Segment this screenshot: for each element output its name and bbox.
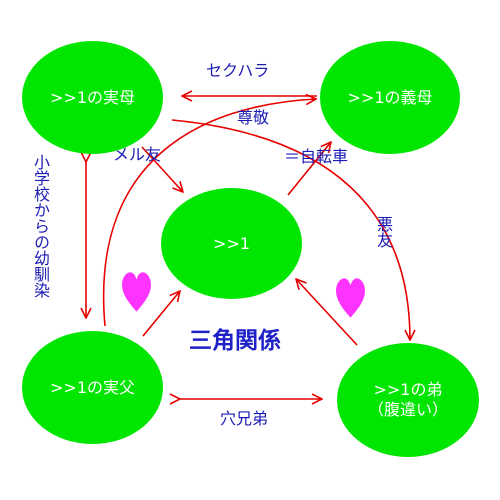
arrow-bicycle bbox=[287, 142, 331, 196]
heart-icon bbox=[336, 278, 365, 318]
arrow-father-to-center bbox=[142, 291, 180, 337]
node-real-mother: >>1の実母 bbox=[22, 41, 163, 154]
node-mother-in-law: >>1の義母 bbox=[320, 41, 460, 154]
node-center: >>1 bbox=[161, 188, 302, 299]
label-childhood-friend: 小学校からの幼馴染 bbox=[31, 154, 50, 298]
label-bicycle: ＝自転車 bbox=[284, 147, 349, 166]
label-respect: 尊敬 bbox=[237, 108, 270, 127]
heart-icon bbox=[122, 272, 151, 312]
arrow-mail-friend bbox=[141, 146, 183, 192]
diagram-title: 三角関係 bbox=[189, 328, 281, 354]
arrow-bad-friend bbox=[171, 119, 410, 340]
label-hole-brothers: 穴兄弟 bbox=[220, 409, 269, 428]
node-younger-brother: >>1の弟 （腹違い） bbox=[337, 343, 479, 457]
arrow-respect bbox=[102, 99, 316, 327]
label-sexual-harassment: セクハラ bbox=[206, 61, 270, 80]
label-mail-friend: メル友 bbox=[113, 145, 162, 164]
arrow-brother-to-center bbox=[296, 279, 358, 346]
node-real-father: >>1の実父 bbox=[22, 331, 163, 444]
label-bad-friend: 悪友 bbox=[374, 216, 393, 248]
